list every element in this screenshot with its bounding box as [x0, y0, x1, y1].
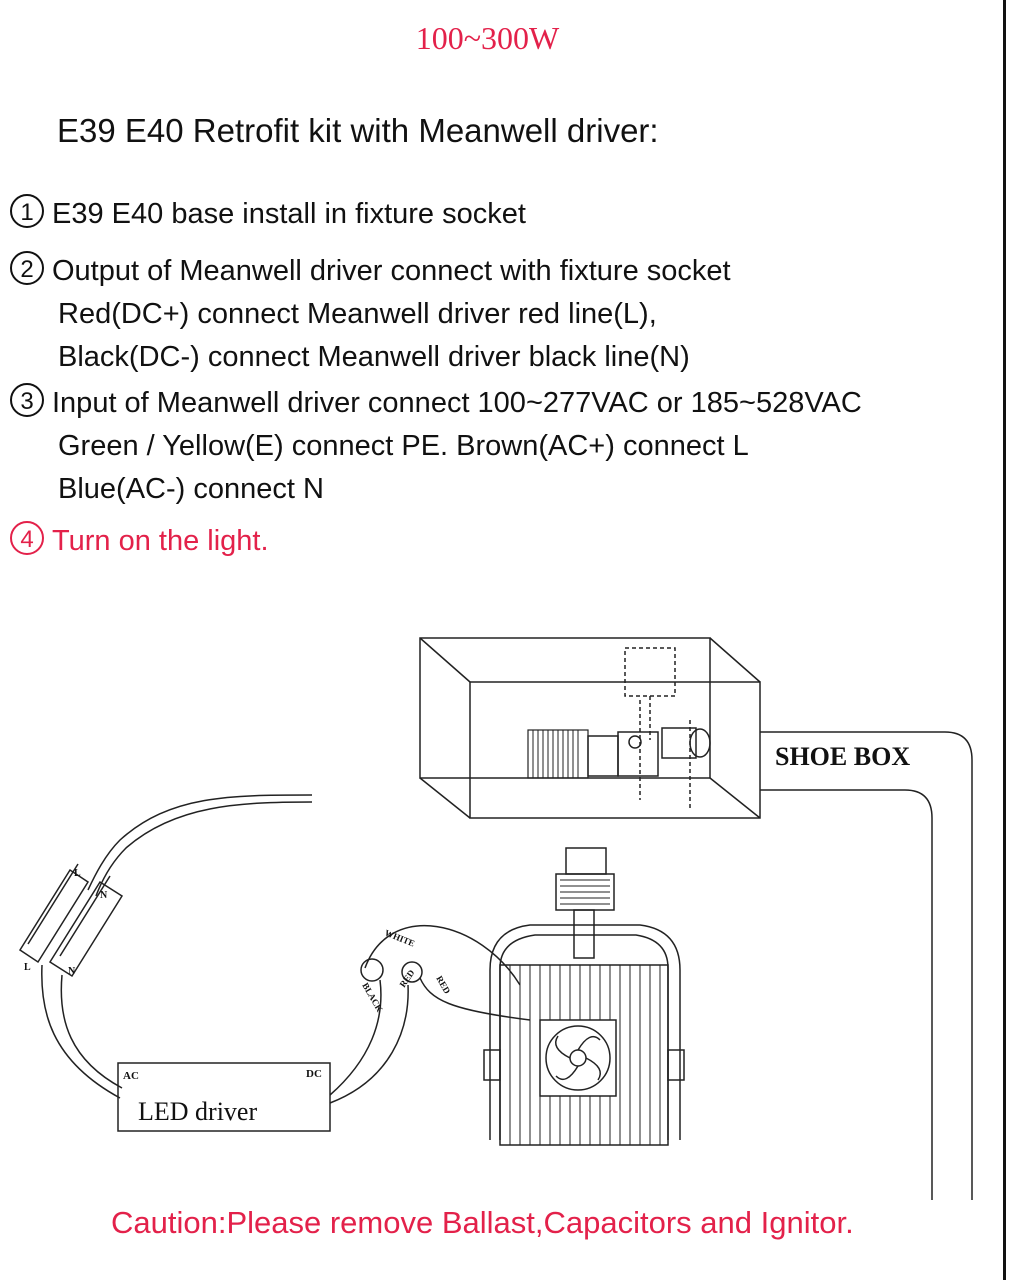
step-3-line-2: Green / Yellow(E) connect PE. Brown(AC+)…	[58, 430, 749, 462]
wattage-range: 100~300W	[415, 20, 560, 56]
caution-note: Caution:Please remove Ballast,Capacitors…	[111, 1205, 854, 1240]
step-4-line-1: Turn on the light.	[52, 525, 269, 557]
driver-input-wires	[41, 964, 123, 1099]
step-2-line-2: Red(DC+) connect Meanwell driver red lin…	[58, 298, 657, 330]
step-1-line-1: E39 E40 base install in fixture socket	[52, 198, 526, 230]
retrofit-led-lamp	[483, 847, 685, 1146]
step-2-line-3: Black(DC-) connect Meanwell driver black…	[58, 341, 690, 373]
led-driver-label: LED driver	[138, 1097, 257, 1126]
shoe-box-label: SHOE BOX	[775, 742, 910, 771]
step-number-2: 2	[10, 251, 44, 285]
input-cable	[87, 794, 313, 897]
step-number-4: 4	[10, 521, 44, 555]
wire-label-red-2: RED	[434, 974, 452, 996]
terminal-label-l-top: L	[74, 868, 81, 879]
terminal-label-l-bottom: L	[24, 962, 31, 973]
step-3-line-3: Blue(AC-) connect N	[58, 473, 324, 505]
light-pole	[760, 731, 973, 1200]
wire-connectors	[360, 958, 423, 983]
page-right-border	[1003, 0, 1006, 1280]
terminal-label-n-bottom: N	[68, 966, 76, 977]
step-number-1: 1	[10, 194, 44, 228]
terminal-blocks	[18, 863, 124, 978]
led-driver-box	[117, 1062, 331, 1132]
driver-ac-label: AC	[123, 1070, 139, 1082]
wire-label-red-1: RED	[397, 967, 416, 989]
terminal-label-n-top: N	[100, 890, 108, 901]
step-3-line-1: Input of Meanwell driver connect 100~277…	[52, 387, 862, 419]
driver-dc-label: DC	[306, 1068, 322, 1080]
driver-output-wires	[329, 924, 531, 1104]
step-number-3: 3	[10, 383, 44, 417]
shoe-box-fixture	[419, 637, 761, 819]
step-2-line-1: Output of Meanwell driver connect with f…	[52, 255, 731, 287]
wiring-diagram: SHOE BOX LED driver AC DC L N L N WHITE …	[18, 637, 973, 1200]
page-title: E39 E40 Retrofit kit with Meanwell drive…	[57, 112, 659, 149]
